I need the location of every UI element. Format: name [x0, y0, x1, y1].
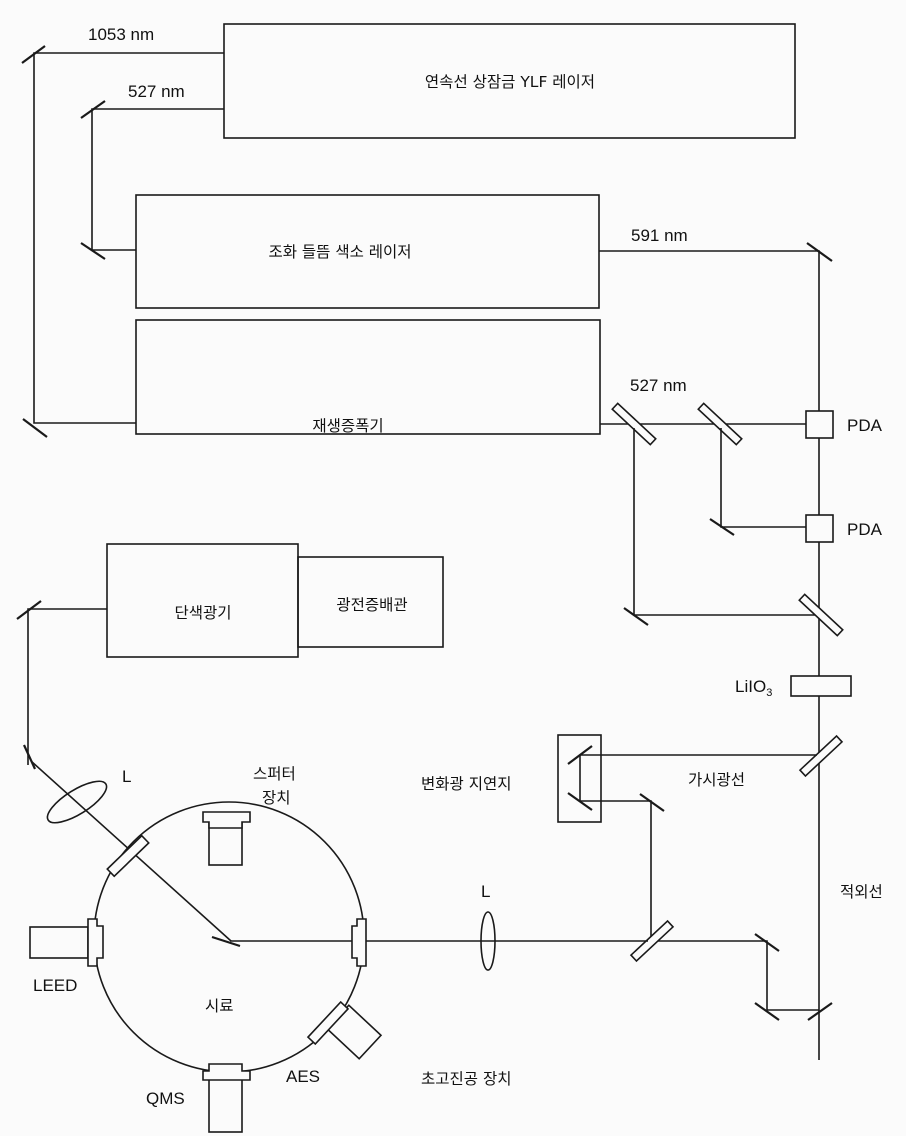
- label-aes: AES: [286, 1067, 320, 1086]
- label-pda-2: PDA: [847, 520, 883, 539]
- label-delay-stage: 변화광 지연지: [421, 775, 512, 793]
- pda-1-box: [805, 410, 834, 439]
- beam-527nm-top: [91, 108, 224, 251]
- label-527nm-mid: 527 nm: [630, 376, 687, 395]
- mirror-527-top: [80, 100, 106, 119]
- lens-2: [480, 911, 496, 971]
- label-lens-2: L: [481, 882, 490, 901]
- mirror-visible-return: [639, 793, 665, 812]
- mirror-reference: [623, 607, 649, 626]
- combiner-splitter: [629, 919, 675, 963]
- label-sample: 시료: [205, 997, 234, 1015]
- mirror-ir-top: [754, 933, 780, 952]
- mirror-ir-bottom-right: [807, 1002, 833, 1021]
- beam-591nm: [599, 250, 820, 1060]
- regen-amp-box: [135, 319, 601, 435]
- label-527nm-top: 527 nm: [128, 82, 185, 101]
- label-1053nm: 1053 nm: [88, 25, 154, 44]
- label-dye-laser: 조화 들뜸 색소 레이저: [268, 243, 411, 261]
- mirror-527-bottom: [80, 242, 106, 260]
- mirror-1053-top: [21, 45, 46, 64]
- port-right: [351, 918, 367, 967]
- label-591nm: 591 nm: [631, 226, 688, 245]
- dichroic-splitter: [798, 734, 844, 778]
- delay-stage-box: [557, 734, 602, 823]
- beam-splitter-3: [798, 593, 844, 637]
- label-liio3: LiIO3: [735, 677, 772, 699]
- beam-to-monochromator: [27, 608, 107, 765]
- label-leed: LEED: [33, 976, 77, 995]
- ylf-laser-box: [223, 23, 796, 139]
- label-pmt: 광전증배관: [336, 596, 407, 614]
- mirror-ir-bottom-left: [754, 1002, 780, 1021]
- label-sputter-2: 장치: [262, 789, 291, 807]
- label-qms: QMS: [146, 1089, 185, 1108]
- mirror-1053-bottom: [22, 418, 48, 438]
- mirror-pda-2: [709, 518, 735, 536]
- beam-splitter-2: [697, 402, 743, 446]
- label-monochromator: 단색광기: [174, 604, 231, 622]
- label-infrared: 적외선: [840, 883, 883, 901]
- label-sputter-1: 스퍼터: [253, 765, 296, 783]
- label-uhv: 초고진공 장치: [421, 1070, 512, 1088]
- port-qms: [202, 1063, 251, 1133]
- mirror-mono-bottom: [23, 744, 36, 770]
- label-ylf-laser: 연속선 상잠금 YLF 레이저: [425, 73, 595, 91]
- label-regen-amp: 재생증폭기: [312, 417, 383, 435]
- pmt-box: [297, 556, 444, 648]
- beam-reference: [633, 428, 817, 616]
- liio3-crystal: [790, 675, 852, 697]
- beam-1053nm: [33, 52, 224, 424]
- label-visible: 가시광선: [688, 771, 745, 789]
- pda-2-box: [805, 514, 834, 543]
- sample-holder: [211, 935, 241, 948]
- port-sputter: [202, 811, 251, 866]
- port-window: [106, 834, 150, 878]
- beam-infrared: [655, 940, 819, 1011]
- mirror-591: [806, 242, 833, 262]
- lens-1: [46, 780, 108, 824]
- beam-splitter-1: [611, 402, 657, 446]
- port-leed: [29, 918, 104, 967]
- mirror-mono-top: [16, 600, 42, 620]
- label-pda-1: PDA: [847, 416, 883, 435]
- monochromator-box: [106, 543, 299, 658]
- port-aes: [306, 1000, 383, 1060]
- label-lens-1: L: [122, 767, 131, 786]
